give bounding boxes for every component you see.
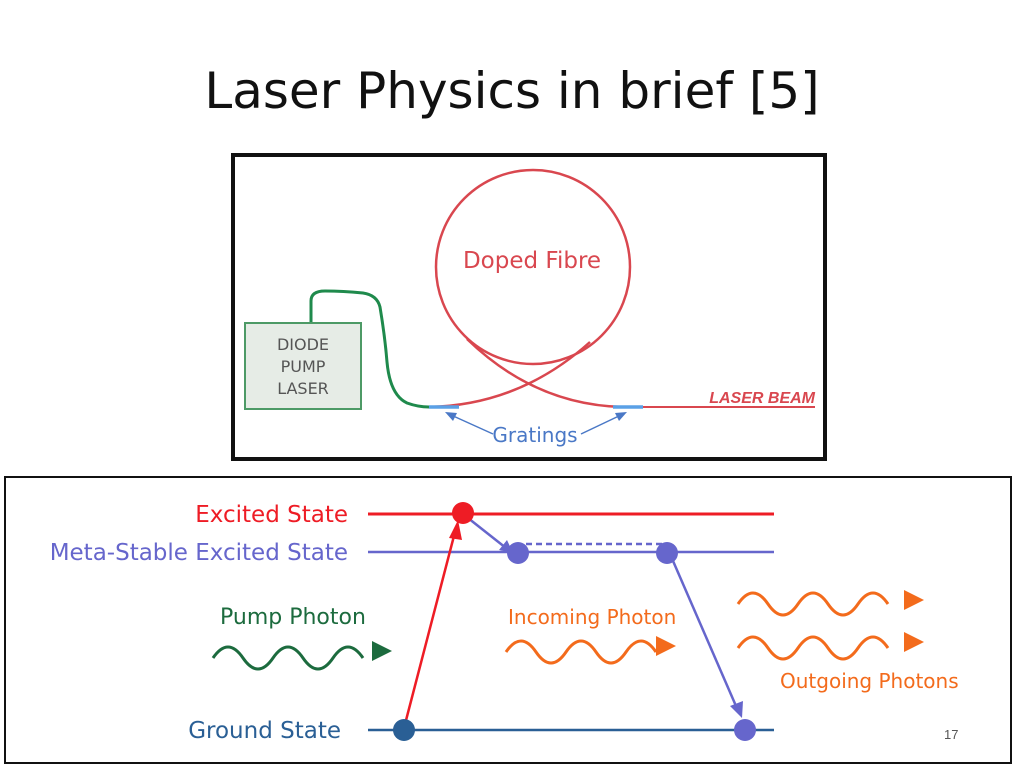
outgoing-photon-arrowhead-2 (904, 632, 924, 652)
outgoing-photons-label: Outgoing Photons (780, 669, 959, 693)
doped-fibre-loop (434, 168, 632, 366)
diode-label-line-3: LASER (277, 379, 329, 398)
pump-photon-wave (211, 645, 365, 671)
page-number: 17 (944, 727, 959, 742)
gratings-arrow-right (580, 414, 622, 435)
pump-transition-arrow (402, 531, 457, 729)
gratings-arrow-left (450, 414, 494, 435)
outgoing-photon-wave-1 (736, 591, 890, 617)
doped-fibre-label: Doped Fibre (463, 248, 601, 274)
outgoing-photon-arrowhead-1 (904, 590, 924, 610)
excited-electron (452, 502, 474, 524)
ground-electron-2 (734, 719, 756, 741)
laser-beam-label: LASER BEAM (709, 390, 815, 407)
fibre-laser-diagram: DIODE PUMP LASER Doped Fibre LASER BEAM … (231, 153, 827, 461)
incoming-photon-wave (504, 639, 658, 665)
emission-transition-arrow (668, 553, 738, 707)
meta-stable-electron-2 (656, 542, 678, 564)
incoming-photon-label: Incoming Photon (508, 605, 676, 629)
gratings-arrowhead-left (445, 412, 457, 421)
ground-state-label: Ground State (188, 718, 341, 744)
pump-fibre (309, 289, 430, 409)
decay-arrow (467, 517, 507, 549)
diode-pump-laser-box (244, 322, 362, 410)
diode-label-line-2: PUMP (281, 357, 326, 376)
meta-stable-electron-1 (507, 542, 529, 564)
meta-stable-state-label: Meta-Stable Excited State (50, 540, 348, 566)
pump-photon-arrowhead (372, 641, 392, 661)
pump-transition-arrowhead (449, 520, 462, 540)
gratings-arrowhead-right (615, 412, 627, 421)
outgoing-photon-wave-2 (736, 635, 890, 661)
fibre-crossing-right (466, 338, 624, 409)
incoming-photon-arrowhead (656, 636, 676, 656)
energy-level-svg: Excited State Meta-Stable Excited State … (50, 502, 959, 744)
energy-level-diagram: Excited State Meta-Stable Excited State … (4, 476, 1012, 764)
gratings-label: Gratings (492, 423, 577, 447)
diode-label-line-1: DIODE (277, 335, 329, 354)
emission-transition-arrowhead (730, 701, 743, 718)
slide-title: Laser Physics in brief [5] (204, 62, 820, 120)
excited-state-label: Excited State (195, 502, 348, 528)
fibre-laser-svg: DIODE PUMP LASER Doped Fibre LASER BEAM … (244, 168, 816, 447)
pump-photon-label: Pump Photon (220, 605, 366, 630)
ground-electron-1 (393, 719, 415, 741)
